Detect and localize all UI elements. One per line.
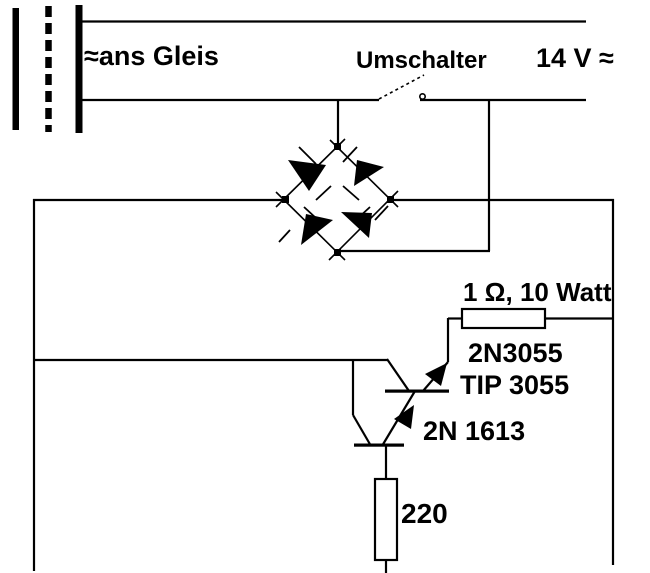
output-transistor-symbol [385,318,450,393]
output-transistor-base-bar [385,389,449,393]
output-transistor-collector-lead [386,358,410,392]
diode-bar-top-right-outer [342,146,358,163]
diode-bar-bottom-right-outer [374,205,389,221]
track-label: ≈ans Gleis [84,41,219,71]
switch-blade-dashed [378,74,425,100]
diode-bar-top-left-outer [298,146,317,165]
changeover-switch-symbol [378,74,426,101]
diode-bar-bottom-right-inner [356,206,371,220]
output-transistor-arrow-icon [425,363,447,386]
output-transistor-alt-label: TIP 3055 [460,370,570,400]
track-rail-bar-left [12,8,19,130]
diode-bar-bottom-left-inner [303,206,318,220]
driver-transistor-collector-lead [352,414,372,447]
track-terminal-symbol [12,5,83,133]
diode-icon-bottom-right [341,212,372,238]
bridge-node-right [387,196,394,203]
bridge-node-top [334,143,341,150]
output-transistor-label: 2N3055 [468,338,563,368]
driver-transistor-arrow-icon [394,405,414,429]
supply-voltage-label: 14 V ≈ [536,43,614,73]
sense-resistor-label: 1 Ω, 10 Watt [463,277,612,307]
switch-contact-circle [418,93,426,101]
base-resistor-symbol [373,477,399,573]
base-resistor-body [373,477,399,562]
diode-bar-top-right-inner [342,185,360,201]
diode-bar-top-left-inner [315,185,332,201]
diode-icon-bottom-left [301,214,333,245]
base-resistor-label: 220 [401,498,448,529]
track-rail-bar-right [75,5,83,133]
bridge-rectifier [275,138,399,261]
driver-transistor-symbol [351,359,416,480]
bridge-node-bottom [334,249,341,256]
driver-transistor-base-bar [354,443,404,447]
diode-icon-top-left [288,160,326,191]
sense-resistor-body [460,307,547,330]
diode-bar-bottom-left-outer [278,229,291,243]
sense-resistor-symbol [448,307,613,330]
diode-icon-top-right [354,160,384,186]
switch-label: Umschalter [356,47,487,74]
driver-transistor-label: 2N 1613 [423,416,526,446]
